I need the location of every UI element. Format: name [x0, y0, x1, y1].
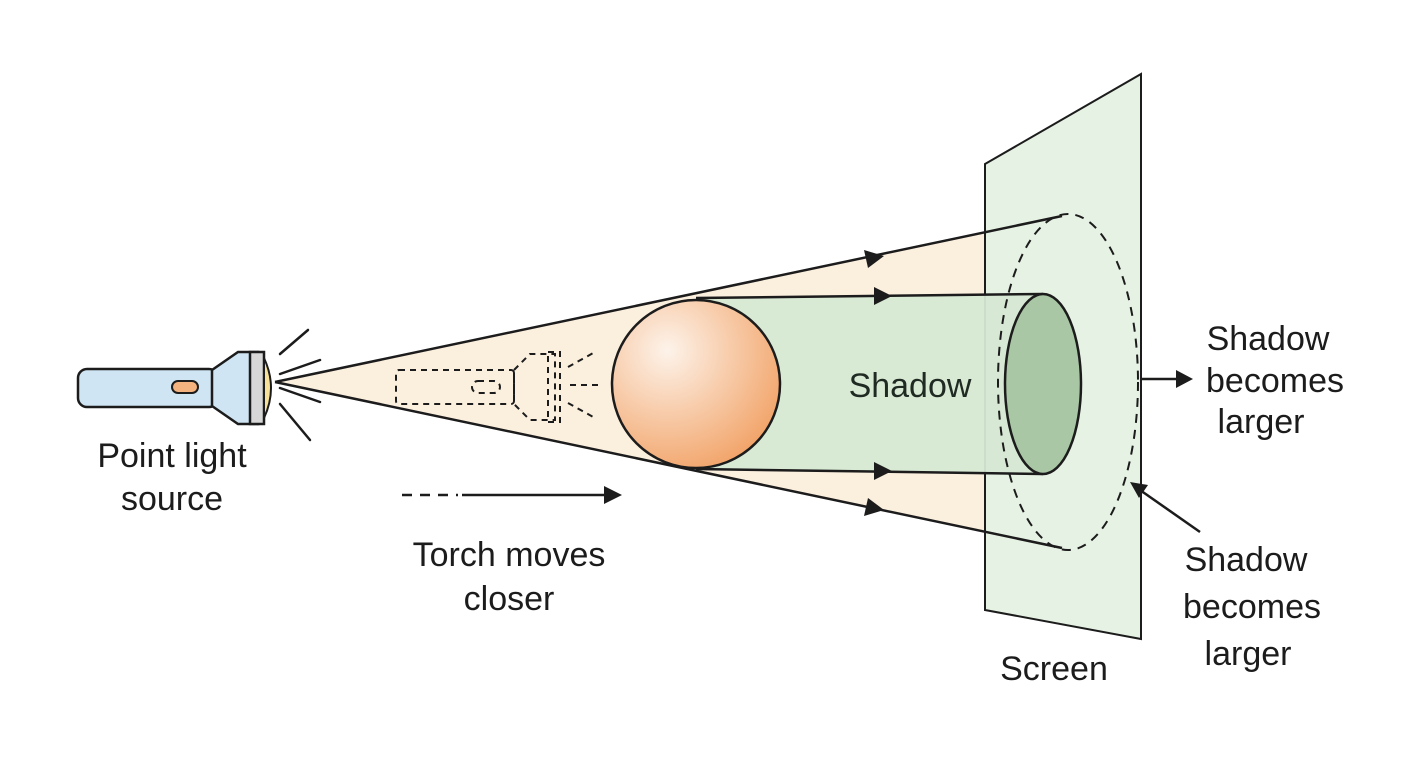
- label-torch-moves-line1: Torch moves: [413, 536, 606, 574]
- label-right-bottom-line1: Shadow: [1185, 541, 1308, 579]
- shadow-arrowhead-top: [874, 287, 892, 305]
- opaque-ball: [610, 298, 782, 470]
- label-point-light-source-line1: Point light: [97, 437, 247, 475]
- label-right-top-line3: larger: [1218, 403, 1305, 441]
- larger-shadow-outline: [997, 213, 1139, 551]
- light-ray-top: [274, 214, 1063, 384]
- label-shadow: Shadow: [849, 367, 972, 405]
- light-ray-bottom: [274, 380, 1063, 550]
- label-right-bottom-line3: larger: [1205, 635, 1292, 673]
- label-point-light-source-line2: source: [121, 480, 223, 518]
- label-torch-moves-line2: closer: [464, 580, 555, 618]
- shadow-region: [696, 294, 1043, 474]
- light-emission-rays: [278, 328, 322, 442]
- flashlight-icon: [76, 350, 272, 426]
- shadow-larger-arrow-bottom: [1130, 482, 1201, 534]
- dashed-flashlight-icon: [395, 351, 600, 423]
- torch-moves-arrow: [402, 486, 622, 504]
- label-right-top-line1: Shadow: [1207, 320, 1330, 358]
- label-right-top-line2: becomes: [1206, 362, 1344, 400]
- shadow-arrowhead-bottom: [874, 462, 892, 480]
- label-right-bottom-line2: becomes: [1183, 588, 1321, 626]
- shadow-larger-arrow-top: [1142, 370, 1193, 388]
- ray-arrowhead-bottom: [864, 498, 884, 516]
- shadow-top-edge: [695, 292, 1044, 300]
- label-screen: Screen: [1000, 650, 1108, 688]
- shadow-disc: [1003, 292, 1083, 476]
- ray-arrowhead-top: [864, 250, 884, 268]
- shadow-bottom-edge: [695, 467, 1044, 476]
